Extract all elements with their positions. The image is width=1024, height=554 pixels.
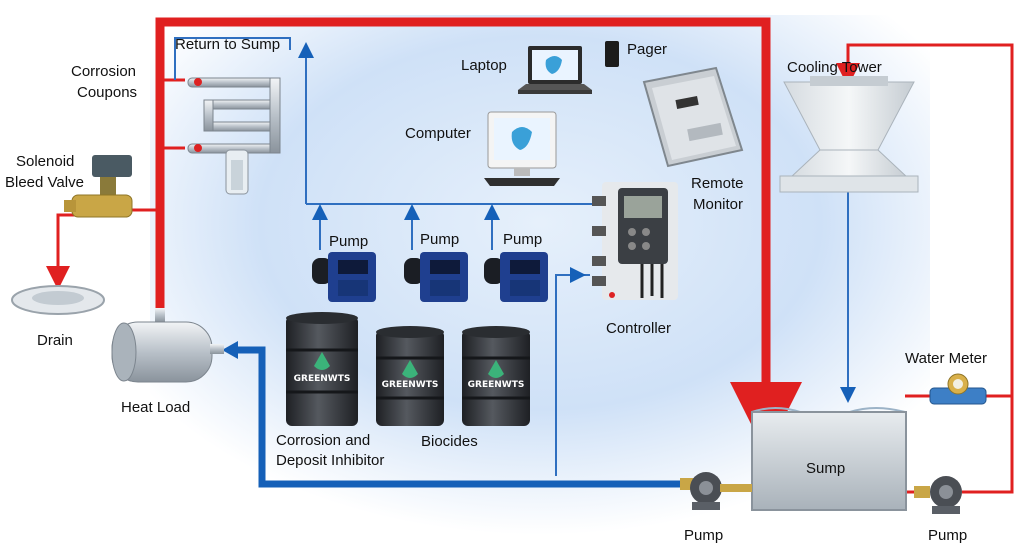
pump-label-2: Pump — [420, 231, 460, 248]
drain-label: Drain — [37, 332, 73, 349]
laptop-label: Laptop — [461, 57, 507, 74]
remote-monitor-icon — [642, 66, 744, 168]
inhibitor-label-line2: Deposit Inhibitor — [276, 452, 385, 469]
pager-label: Pager — [627, 41, 668, 58]
controller-icon — [592, 182, 678, 300]
sump-label: Sump — [806, 460, 846, 477]
pager-icon — [605, 41, 619, 67]
signal-lines — [174, 37, 604, 476]
heat-exchanger-icon — [111, 308, 224, 383]
sump-tank — [751, 407, 907, 511]
drain-icon — [11, 285, 105, 315]
drum-brand-3: GREENWTS — [467, 380, 525, 390]
corrosion-coupons-label-line2: Coupons — [77, 84, 138, 101]
biocides-label: Biocides — [421, 433, 478, 450]
computer-label: Computer — [405, 125, 471, 142]
bleed-line — [46, 78, 185, 290]
controller-label: Controller — [606, 320, 672, 337]
solenoid-valve-icon — [64, 155, 133, 218]
pump-icon — [680, 472, 962, 514]
drum-brand-1: GREENWTS — [293, 374, 351, 384]
bottom-pump-left-label: Pump — [684, 527, 724, 544]
remote-monitor-label-line2: Monitor — [693, 196, 744, 213]
cold-supply-arrow — [222, 341, 238, 359]
heat-load-label: Heat Load — [121, 399, 191, 416]
drum-brand-2: GREENWTS — [381, 380, 439, 390]
cooling-tower-label: Cooling Tower — [787, 59, 882, 76]
remote-monitor-label-line1: Remote — [691, 175, 744, 192]
solenoid-label-line2: Bleed Valve — [5, 174, 84, 191]
water-meter-label: Water Meter — [905, 350, 987, 367]
water-meter-icon — [929, 373, 987, 405]
coupon-rack-icon — [187, 77, 281, 195]
solenoid-label-line1: Solenoid — [16, 153, 75, 170]
computer-icon — [484, 111, 560, 186]
pump-label-1: Pump — [329, 233, 369, 250]
corrosion-coupons-label-line1: Corrosion — [71, 63, 137, 80]
cooling-tower-icon — [779, 76, 919, 193]
bottom-pump-right-label: Pump — [928, 527, 968, 544]
pump-icon — [312, 252, 548, 302]
laptop-icon — [518, 46, 592, 94]
cold-supply-line — [232, 346, 688, 488]
return-to-sump-label: Return to Sump — [175, 36, 281, 53]
drum-icon — [286, 312, 530, 426]
pump-label-3: Pump — [503, 231, 543, 248]
inhibitor-label-line1: Corrosion and — [276, 432, 371, 449]
